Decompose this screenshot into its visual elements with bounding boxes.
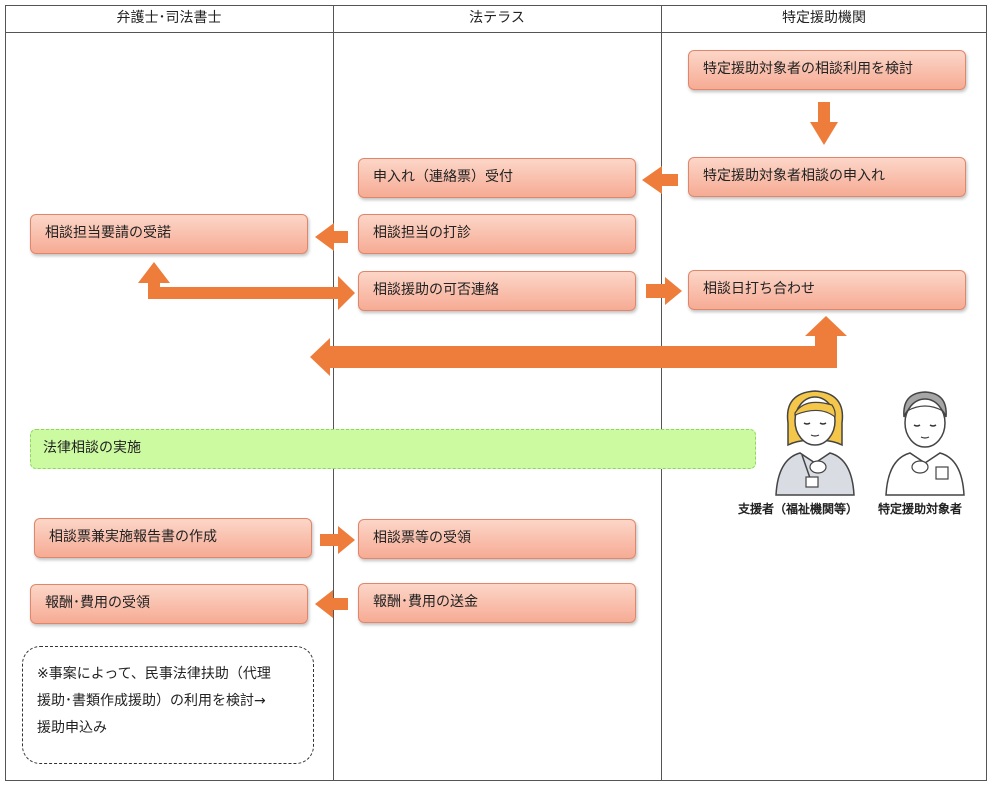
arrow-report-to-receive xyxy=(320,526,355,554)
arrow-accept-notify xyxy=(138,262,355,310)
note-box: ※事案によって、民事法律扶助（代理 援助･書類作成援助）の利用を検討→ 援助申込… xyxy=(22,646,314,764)
step-receive-report: 相談票等の受領 xyxy=(358,519,636,559)
step-report: 相談票兼実施報告書の作成 xyxy=(34,518,312,558)
diagram-frame xyxy=(5,5,987,781)
arrow-soundout-to-accept xyxy=(315,223,348,251)
target-person-illustration-icon xyxy=(885,391,965,496)
step-receive-application: 申入れ（連絡票）受付 xyxy=(358,158,636,198)
arrow-apply-to-receive xyxy=(642,166,678,194)
step-sound-out: 相談担当の打診 xyxy=(358,214,636,254)
arrow-notify-to-schedule xyxy=(646,277,682,305)
step-send-fee: 報酬･費用の送金 xyxy=(358,583,636,623)
column-divider-1 xyxy=(333,5,334,781)
supporter-illustration-icon xyxy=(775,390,855,496)
header-divider xyxy=(5,32,987,33)
supporter-label: 支援者（福祉機関等） xyxy=(738,502,859,516)
column-divider-2 xyxy=(661,5,662,781)
step-consider: 特定援助対象者の相談利用を検討 xyxy=(688,50,966,90)
arrow-schedule-lawyer xyxy=(310,316,847,376)
arrow-consider-to-apply xyxy=(810,102,838,145)
step-receive-fee: 報酬･費用の受領 xyxy=(30,584,308,624)
column-header-houterasu: 法テラス xyxy=(469,10,525,26)
step-schedule: 相談日打ち合わせ xyxy=(688,270,966,310)
target-person-label: 特定援助対象者 xyxy=(878,502,963,516)
step-apply: 特定援助対象者相談の申入れ xyxy=(688,157,966,197)
note-line-2: 援助･書類作成援助）の利用を検討→ xyxy=(37,693,266,709)
arrow-sendfee-to-receivefee xyxy=(315,590,348,618)
step-accept: 相談担当要請の受諾 xyxy=(30,214,308,254)
note-line-3: 援助申込み xyxy=(37,720,107,736)
step-notify: 相談援助の可否連絡 xyxy=(358,271,636,311)
step-consultation: 法律相談の実施 xyxy=(30,429,756,469)
column-header-agency: 特定援助機関 xyxy=(782,10,866,26)
note-line-1: ※事案によって、民事法律扶助（代理 xyxy=(37,666,271,682)
column-header-lawyer: 弁護士･司法書士 xyxy=(116,10,222,26)
